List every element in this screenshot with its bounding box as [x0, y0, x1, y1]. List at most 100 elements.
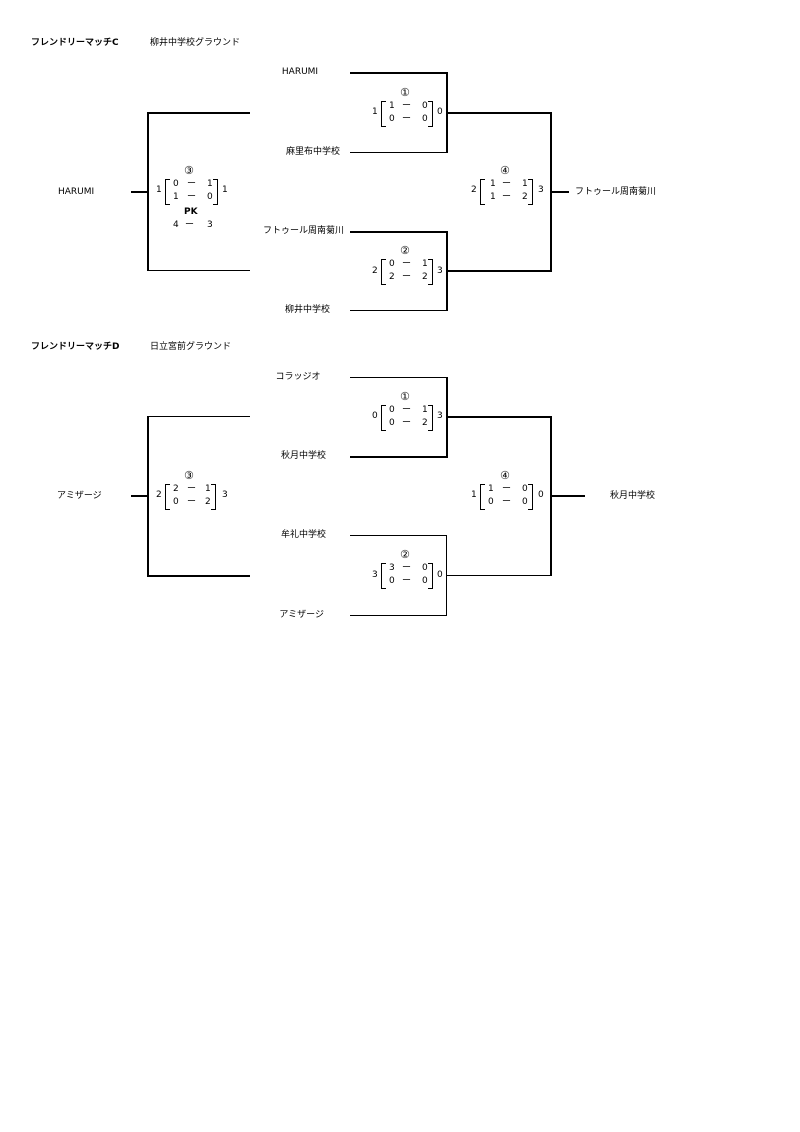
half2-left: 0: [389, 114, 395, 124]
match-number: ④: [500, 469, 510, 482]
half1-dash: ー: [402, 101, 412, 111]
half2-dash: ー: [402, 114, 412, 124]
match-number: ③: [184, 469, 194, 482]
section-c-venue: 柳井中学校グラウンド: [150, 38, 241, 48]
team-d-3: 牟礼中学校: [280, 530, 326, 540]
match-number: ②: [400, 548, 410, 561]
half1-right: 0: [522, 484, 528, 494]
half1-right: 1: [422, 405, 428, 415]
match-number: ④: [500, 164, 510, 177]
half2-right: 0: [422, 576, 428, 586]
half1-dash: ー: [402, 259, 412, 269]
half1-dash: ー: [502, 179, 512, 189]
team-c-4: 柳井中学校: [284, 305, 330, 315]
half2-left: 1: [490, 192, 496, 202]
score-bracket: [528, 179, 533, 205]
half1-left: 1: [389, 101, 395, 111]
team-d-4: アミザージ: [279, 610, 324, 620]
half1-dash: ー: [402, 563, 412, 573]
bracket-line: [447, 416, 551, 418]
score-bracket: [381, 259, 386, 285]
score-bracket: [165, 179, 170, 205]
half1-dash: ー: [187, 179, 197, 189]
score-bracket: [528, 484, 533, 510]
score-bracket: [428, 405, 433, 431]
half1-left: 3: [389, 563, 395, 573]
score-bracket: [480, 179, 485, 205]
match-score-left: 2: [372, 266, 378, 276]
section-d-venue: 日立宮前グラウンド: [150, 342, 232, 352]
half2-dash: ー: [502, 192, 512, 202]
half2-dash: ー: [187, 497, 197, 507]
match-score-right: 3: [437, 411, 443, 421]
bracket-line: [350, 152, 447, 153]
bracket-line: [350, 310, 447, 311]
winner-c-left: HARUMI: [58, 187, 95, 197]
half2-dash: ー: [402, 272, 412, 282]
match-score-left: 2: [156, 490, 162, 500]
bracket-line: [447, 575, 551, 576]
half1-left: 0: [389, 259, 395, 269]
score-bracket: [428, 101, 433, 127]
match-number: ②: [400, 244, 410, 257]
score-bracket: [381, 563, 386, 589]
score-bracket: [381, 101, 386, 127]
bracket-line: [551, 191, 569, 193]
bracket-line: [147, 112, 149, 271]
score-bracket: [381, 405, 386, 431]
half1-right: 0: [422, 101, 428, 111]
bracket-line: [147, 575, 250, 577]
bracket-line: [131, 191, 148, 193]
match-number: ①: [400, 86, 410, 99]
half1-left: 0: [173, 179, 179, 189]
score-bracket: [211, 484, 216, 510]
half2-left: 0: [389, 576, 395, 586]
bracket-line: [147, 112, 250, 114]
bracket-line: [446, 535, 447, 616]
section-d-title: フレンドリーマッチD: [31, 342, 120, 352]
match-number: ①: [400, 390, 410, 403]
team-c-2: 麻里布中学校: [285, 147, 340, 157]
bracket-line: [350, 615, 447, 616]
half2-right: 2: [422, 272, 428, 282]
pk-right: 3: [207, 220, 213, 230]
team-c-3: フトゥール周南菊川: [262, 226, 344, 236]
match-score-left: 0: [372, 411, 378, 421]
half1-left: 1: [490, 179, 496, 189]
bracket-line: [447, 270, 551, 272]
match-score-right: 3: [437, 266, 443, 276]
half1-right: 1: [207, 179, 213, 189]
match-score-right: 0: [538, 490, 544, 500]
bracket-line: [147, 416, 149, 577]
half2-right: 2: [422, 418, 428, 428]
score-bracket: [165, 484, 170, 510]
bracket-line: [350, 456, 447, 458]
score-bracket: [213, 179, 218, 205]
score-bracket: [480, 484, 485, 510]
half1-dash: ー: [402, 405, 412, 415]
score-bracket: [428, 259, 433, 285]
bracket-line: [350, 377, 447, 378]
half2-left: 1: [173, 192, 179, 202]
team-c-1: HARUMI: [281, 67, 319, 77]
winner-d-left: アミザージ: [57, 491, 102, 501]
bracket-line: [131, 495, 148, 497]
match-number: ③: [184, 164, 194, 177]
bracket-line: [147, 416, 250, 417]
half2-left: 0: [173, 497, 179, 507]
bracket-line: [350, 535, 447, 536]
match-score-right: 1: [222, 185, 228, 195]
winner-d-right: 秋月中学校: [610, 491, 656, 501]
half2-dash: ー: [402, 418, 412, 428]
half2-right: 2: [205, 497, 211, 507]
half2-right: 0: [207, 192, 213, 202]
half2-dash: ー: [187, 192, 197, 202]
match-score-left: 1: [471, 490, 477, 500]
pk-label: PK: [184, 207, 198, 217]
half1-right: 1: [522, 179, 528, 189]
bracket-line: [551, 495, 585, 497]
match-score-left: 1: [372, 107, 378, 117]
half2-left: 0: [389, 418, 395, 428]
match-score-right: 0: [437, 570, 443, 580]
match-score-left: 3: [372, 570, 378, 580]
